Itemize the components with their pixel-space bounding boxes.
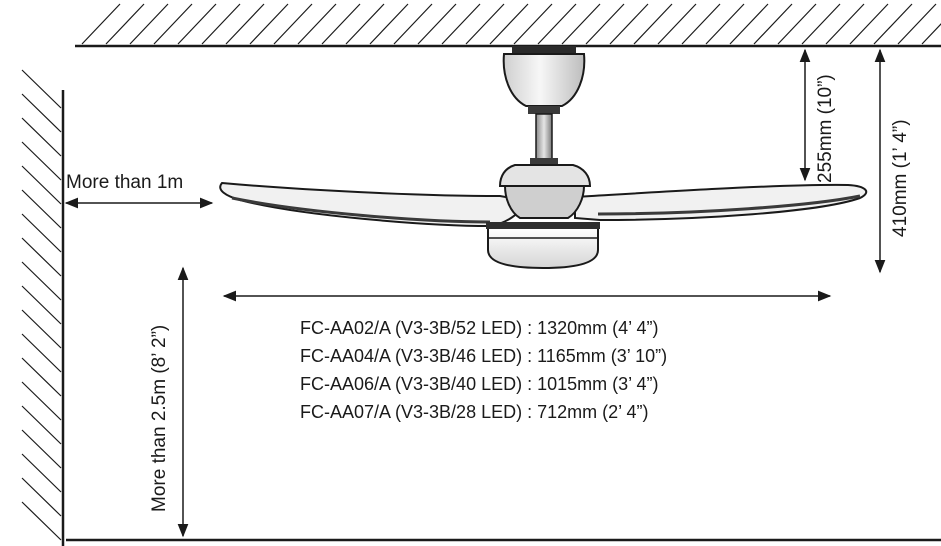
ceiling-hatch-line [825,3,865,45]
ceiling-hatch-line [681,3,721,45]
ceiling-hatch-line [249,3,289,45]
ceiling-hatch-line [441,3,481,45]
ceiling-hatch-line [729,3,769,45]
wall-hatch-line [21,477,62,517]
fan-blade-right [574,183,868,222]
overall-height-label: 410mm (1’ 4”) [890,119,911,237]
ceiling-hatch-line [537,3,577,45]
ceiling-hatch-line [753,3,793,45]
ceiling-hatch-line [177,3,217,45]
ceiling-hatch-line [321,3,361,45]
ceiling-hatch-line [609,3,649,45]
ceiling-hatch-line [393,3,433,45]
ceiling-hatch-line [225,3,265,45]
wall-hatch-line [21,189,62,229]
ceiling-hatch-line [489,3,529,45]
wall-clearance-label: More than 1m [66,172,183,193]
ceiling-hatch-line [777,3,817,45]
ceiling-hatch-line [585,3,625,45]
wall-hatch-line [21,405,62,445]
ceiling-hatch-line [129,3,169,45]
fan-motor-housing [498,164,592,187]
fan-downrod [535,113,553,161]
ceiling-hatch-line [873,3,913,45]
ceiling-hatch-line [897,3,937,45]
wall-hatch-line [21,141,62,181]
wall-hatch-line [21,453,62,493]
ceiling-hatch-line [417,3,457,45]
wall-hatch-line [21,309,62,349]
wall-hatch-line [21,333,62,373]
wall-hatch-line [21,501,62,541]
model-spec-line: FC-AA06/A (V3-3B/40 LED) : 1015mm (3’ 4”… [300,374,658,394]
model-spec-line: FC-AA04/A (V3-3B/46 LED) : 1165mm (3’ 10… [300,346,667,366]
wall-hatch-line [21,213,62,253]
ceiling-hatch-line [849,3,889,45]
ceiling-hatch-line [921,23,941,45]
ceiling-fan-illustration [219,46,868,270]
ceiling-hatch-line [105,3,145,45]
wall-hatch-line [21,429,62,469]
model-spec-line: FC-AA07/A (V3-3B/28 LED) : 712mm (2’ 4”) [300,402,648,422]
ceiling-hatch-line [81,3,121,45]
downrod-length-label: 255mm (10”) [815,74,836,183]
ceiling-hatch-line [465,3,505,45]
wall-hatch-line [21,237,62,277]
ceiling-hatch-line [345,3,385,45]
wall-hatch-line [21,117,62,157]
ceiling-hatch-line [801,3,841,45]
floor-clearance-label: More than 2.5m (8’ 2”) [149,325,170,512]
wall-hatch-line [21,285,62,325]
ceiling-hatch-line [657,3,697,45]
ceiling-hatch-line [297,3,337,45]
ceiling-hatch-line [561,3,601,45]
model-spec-list: FC-AA02/A (V3-3B/52 LED) : 1320mm (4’ 4”… [300,318,667,422]
wall-hatch-line [21,93,62,133]
wall-hatch-line [21,69,62,109]
ceiling-hatch-line [633,3,673,45]
ceiling-hatch-line [513,3,553,45]
model-spec-line: FC-AA02/A (V3-3B/52 LED) : 1320mm (4’ 4”… [300,318,658,338]
ceiling-hatch-line [153,3,193,45]
wall [21,69,65,546]
ceiling-hatch-line [705,3,745,45]
ceiling-hatch-line [201,3,241,45]
wall-hatch-line [21,165,62,205]
fan-canopy [502,53,586,107]
wall-hatch-line [21,261,62,301]
fan-led-light [487,227,599,270]
ceiling-hatch-line [273,3,313,45]
ceiling [75,3,941,48]
wall-hatch-line [21,381,62,421]
wall-hatch-line [21,357,62,397]
ceiling-hatch-line [369,3,409,45]
